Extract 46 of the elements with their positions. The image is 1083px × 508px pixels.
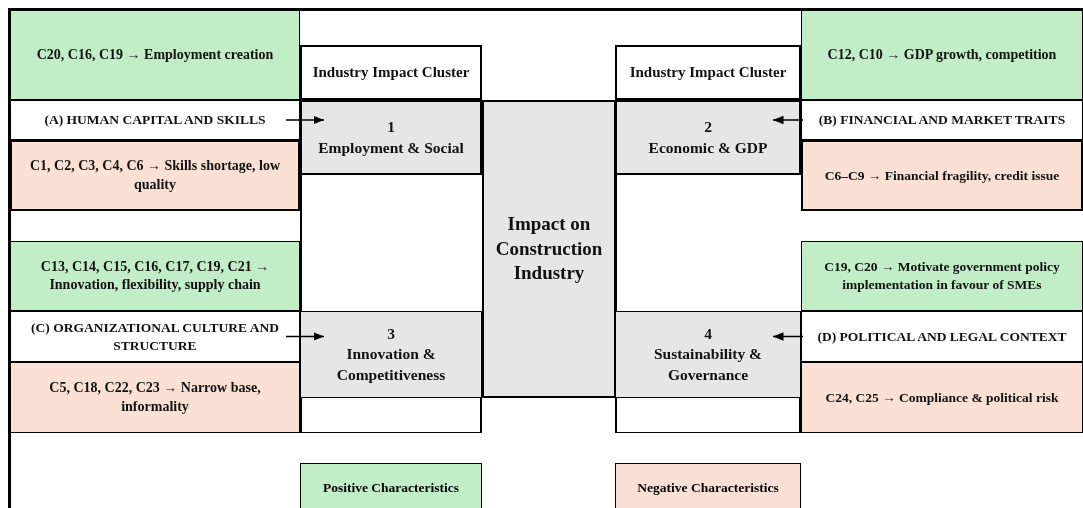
category-box: [801, 100, 1083, 140]
box-text: Employment & Social: [318, 137, 464, 158]
characteristic-box: [10, 241, 300, 311]
box-text: Innovation & Competitiveness: [335, 344, 447, 385]
header-box: [300, 45, 482, 100]
characteristic-box: [10, 140, 300, 211]
box-text: C13, C14, C15, C16, C17, C19, C21 → Innovation, flexibility, supply chain: [39, 257, 271, 294]
box-text: Impact on Construction Industry: [494, 211, 604, 286]
cluster-box: [300, 311, 482, 398]
characteristic-box: [10, 10, 300, 100]
box-text: Industry Impact Cluster: [629, 62, 787, 82]
cluster-box: [300, 100, 482, 175]
arrow: [285, 332, 325, 341]
box-text: C5, C18, C22, C23 → Narrow base, informality: [48, 379, 262, 416]
header-box: [615, 45, 801, 100]
category-title: (D) POLITICAL AND LEGAL CONTEXT: [817, 327, 1067, 346]
characteristic-box: [801, 140, 1083, 211]
category-box: [10, 100, 300, 140]
category-title: (B) FINANCIAL AND MARKET TRAITS: [818, 111, 1066, 129]
characteristic-box: [801, 10, 1083, 100]
box-text: C6–C9 → Financial fragility, credit issue: [824, 166, 1060, 185]
box-text: Industry Impact Cluster: [312, 62, 470, 82]
characteristic-box: [801, 362, 1083, 433]
legend-label: Negative Characteristics: [637, 480, 779, 496]
arrow: [285, 115, 325, 125]
legend-label: Positive Characteristics: [322, 480, 460, 496]
box-text: Economic & GDP: [648, 137, 768, 158]
cluster-box: [615, 100, 801, 175]
box-text: Sustainability & Governance: [652, 344, 764, 385]
cluster-box: [615, 311, 801, 398]
characteristic-box: [801, 241, 1083, 311]
box-text: C24, C25 → Compliance & political risk: [825, 388, 1059, 407]
characteristic-box: [10, 362, 300, 433]
center-box: [482, 100, 616, 398]
cluster-number: 1: [387, 117, 395, 138]
category-box: [801, 311, 1083, 362]
cluster-number: 2: [704, 117, 712, 138]
box-text: C12, C10 → GDP growth, competition: [827, 45, 1057, 64]
box-text: C19, C20 → Motivate government policy implementation in favour of SMEs: [823, 258, 1061, 294]
category-title: (C) ORGANIZATIONAL CULTURE AND STRUCTURE: [30, 318, 280, 355]
cluster-number: 3: [387, 324, 395, 345]
cluster-number: 4: [704, 324, 712, 345]
box-text: C20, C16, C19 → Employment creation: [36, 45, 274, 64]
category-title: (A) HUMAN CAPITAL AND SKILLS: [44, 111, 266, 129]
box-text: C1, C2, C3, C4, C6 → Skills shortage, low quality: [28, 157, 282, 194]
category-box: [10, 311, 300, 362]
